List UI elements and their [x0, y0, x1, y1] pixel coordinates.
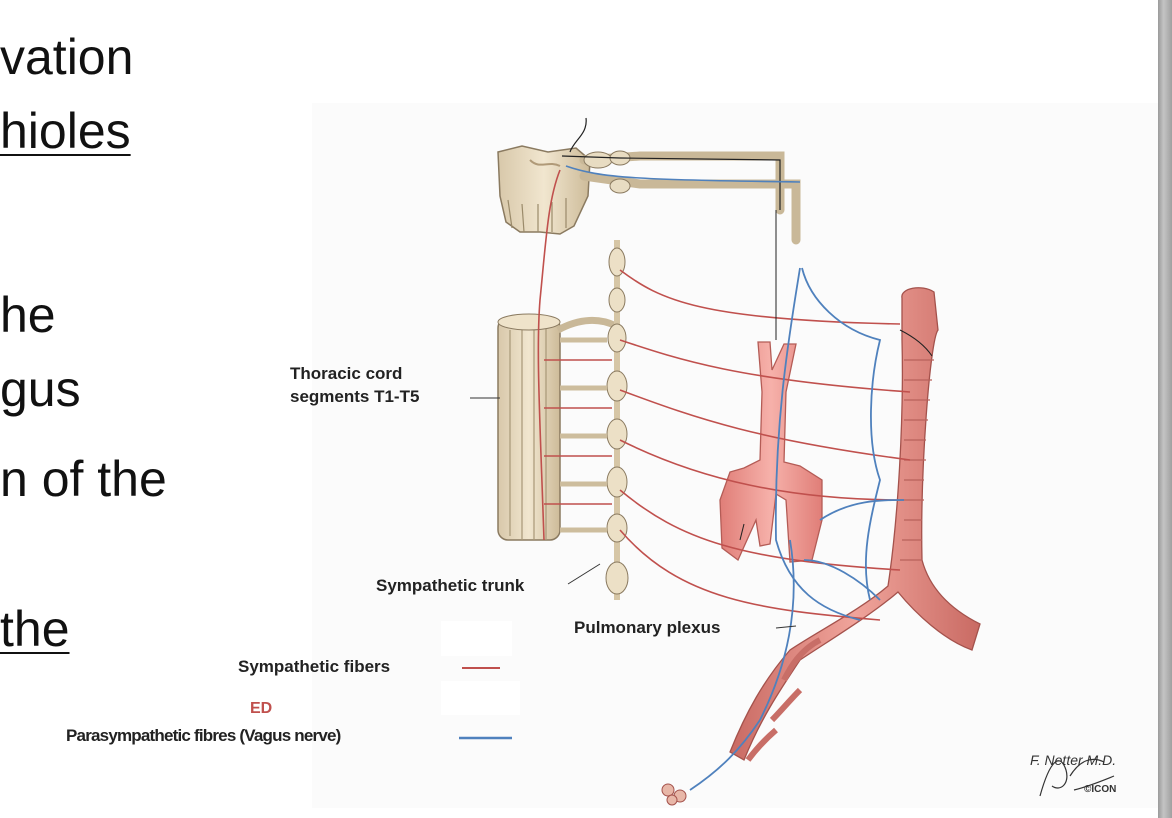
- sympathetic-fibers-paths: [537, 169, 911, 621]
- slide-text-line-3: he: [0, 287, 56, 343]
- slide-text-line-4: gus: [0, 361, 81, 417]
- pulmonary-plexus-leader: [775, 625, 797, 629]
- label-pulmonary-plexus: Pulmonary plexus: [574, 618, 721, 637]
- vagal-nerve-paths: [739, 210, 933, 541]
- aortic-arch: [719, 341, 823, 563]
- spinal-cord-section: [497, 145, 591, 235]
- label-sympathetic-trunk: Sympathetic trunk: [376, 576, 525, 595]
- label-thoracic-cord-line-1: Thoracic cord: [290, 364, 403, 383]
- slide-text-line-6: the: [0, 601, 70, 657]
- netter-signature: [1039, 758, 1115, 797]
- trachea-bronchi: [661, 287, 981, 806]
- vertical-scrollbar[interactable]: [1158, 0, 1172, 818]
- copyright-mark: ©ICON: [1084, 784, 1117, 795]
- sympathetic-trunk-chain: [560, 240, 629, 600]
- label-partial-red: ED: [250, 700, 273, 717]
- slide-text-line-5: n of the: [0, 451, 167, 507]
- parasympathetic-fibers-paths: [689, 267, 905, 791]
- sympathetic-trunk-leader: [567, 563, 601, 585]
- mask-box-1: [441, 621, 512, 656]
- legend-label-sympathetic-fibers: Sympathetic fibers: [238, 657, 391, 676]
- thoracic-cord-segments: [497, 313, 618, 541]
- slide-text-line-1: vation: [0, 29, 134, 85]
- signature-text: F. Netter M.D.: [1030, 752, 1117, 768]
- nerve-roots: [561, 117, 801, 245]
- legend-label-parasympathetic-fibres: Parasympathetic fibres (Vagus nerve): [66, 726, 341, 745]
- slide-text-line-2: hioles: [0, 103, 131, 159]
- label-thoracic-cord-line-2: segments T1-T5: [290, 387, 420, 406]
- mask-box-2: [441, 681, 520, 715]
